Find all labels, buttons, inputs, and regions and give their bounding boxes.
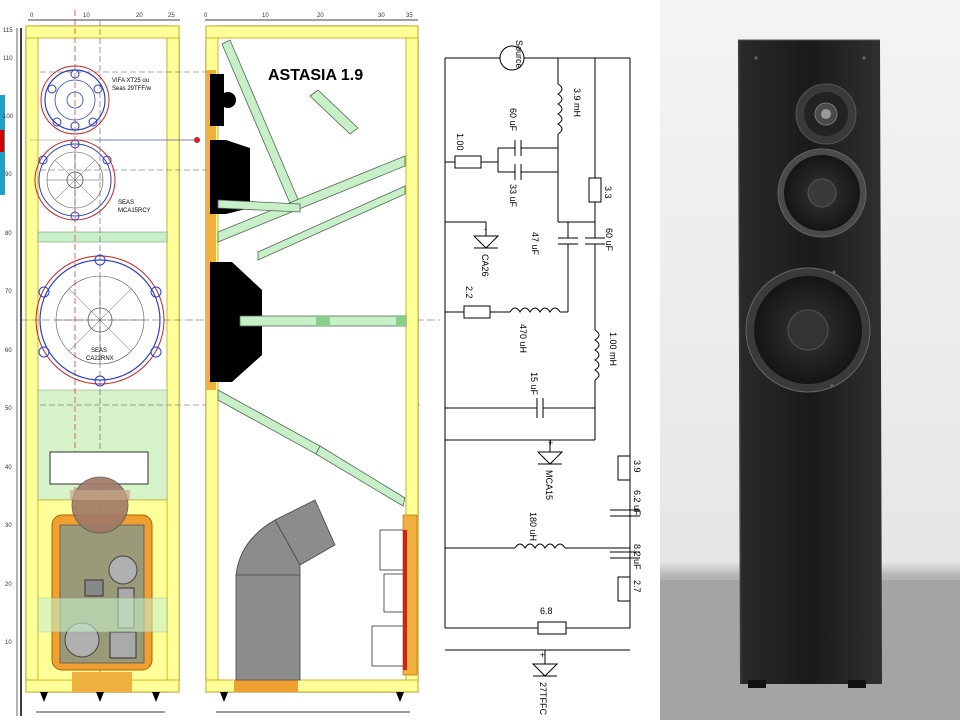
tweeter-diode <box>472 235 500 249</box>
label-6-2uf: 6.2 uF <box>632 490 642 516</box>
ruler-tick-115: 115 <box>3 28 13 34</box>
tweeter-driver <box>40 65 110 135</box>
ruler-tick-40: 40 <box>5 465 12 471</box>
resistor-2-2 <box>463 305 491 319</box>
inductor-3-9mh <box>557 83 563 135</box>
speaker-photo <box>660 0 960 720</box>
front-top-tick-20: 20 <box>136 13 143 19</box>
label-470uh: 470 uH <box>518 324 528 353</box>
schematic-labels: Source 3.9 mH 60 uF 1.00 33 uF 3.3 47 uF… <box>455 40 642 716</box>
ruler-tick-60: 60 <box>5 348 12 354</box>
resistor-6-8 <box>537 621 567 635</box>
midrange-diode <box>536 451 564 465</box>
side-crossover-parts <box>371 529 405 667</box>
label-1-00: 1.00 <box>455 133 465 151</box>
tweeter-label-line1: VIFA XT25 ou <box>112 78 149 84</box>
resistor-1-00 <box>454 155 482 169</box>
label-180uh: 180 uH <box>528 512 538 541</box>
label-minus-tw: - <box>484 224 487 234</box>
ruler-tick-50: 50 <box>5 406 12 412</box>
ruler-tick-70: 70 <box>5 289 12 295</box>
side-top-tick-20: 20 <box>317 13 324 19</box>
label-3-9mh: 3.9 mH <box>572 88 582 117</box>
ruler-tick-20: 20 <box>5 582 12 588</box>
label-3-9: 3.9 <box>632 460 642 473</box>
ruler-tick-10: 10 <box>5 640 12 646</box>
midrange-label-line1: SEAS <box>118 200 134 206</box>
photo-woofer <box>745 267 871 393</box>
side-tweeter <box>210 74 236 126</box>
midrange-driver <box>34 139 116 221</box>
resistor-2-7 <box>617 576 631 602</box>
crossover-schematic <box>444 45 640 677</box>
left-ruler <box>3 28 25 718</box>
side-top-tick-0: 0 <box>204 13 208 19</box>
label-plus-bass: + <box>540 650 545 660</box>
inductor-470uh <box>509 307 561 313</box>
midrange-label-line2: MCA15RCY <box>118 208 151 214</box>
side-top-tick-10: 10 <box>262 13 269 19</box>
source-symbol <box>499 45 525 71</box>
side-midrange <box>210 140 250 214</box>
woofer-driver <box>35 254 165 387</box>
front-top-tick-0: 0 <box>30 13 34 19</box>
label-6-8: 6.8 <box>540 606 553 616</box>
label-47uf: 47 uF <box>530 232 540 256</box>
label-1-00mh: 1.00 mH <box>608 332 618 366</box>
tweeter-label-line2: Seas 29TFF/w <box>112 86 152 92</box>
side-port-tube <box>235 499 336 681</box>
label-33uf: 33 uF <box>508 184 518 208</box>
side-spikes <box>220 692 404 702</box>
side-top-ruler: 0 10 20 30 35 <box>204 13 413 19</box>
label-15uf: 15 uF <box>529 372 539 396</box>
label-27tffc: 27TFFC <box>538 682 548 716</box>
resistor-3-9 <box>617 455 631 481</box>
inductor-1-00mh <box>594 329 600 381</box>
front-top-tick-25: 25 <box>168 13 175 19</box>
photo-tweeter <box>795 83 857 145</box>
woofer-label-line2: CA22RNX <box>86 356 114 362</box>
design-title: ASTASIA 1.9 <box>268 67 363 84</box>
front-top-tick-10: 10 <box>83 13 90 19</box>
label-2-2: 2.2 <box>464 286 474 299</box>
label-60uf-b: 60 uF <box>604 228 614 252</box>
side-top-tick-30: 30 <box>378 13 385 19</box>
side-woofer <box>210 262 262 382</box>
side-top-tick-35: 35 <box>406 13 413 19</box>
side-view: 0 10 20 30 35 <box>204 13 419 713</box>
label-plus-mid: + <box>548 438 553 448</box>
label-8-2uf: 8.2 uF <box>632 544 642 570</box>
ruler-tick-30: 30 <box>5 523 12 529</box>
ruler-tick-100: 100 <box>3 114 14 120</box>
label-60uf: 60 uF <box>508 108 518 132</box>
label-mca15: MCA15 <box>544 470 554 500</box>
photo-midrange <box>777 148 867 238</box>
bass-diode <box>531 663 559 677</box>
left-ruler-ticks: 115 110 100 90 80 70 60 50 40 30 20 10 <box>3 28 14 646</box>
ruler-tick-90: 90 <box>5 172 12 178</box>
front-spikes <box>40 692 160 702</box>
label-source: Source <box>514 40 524 69</box>
label-3-3: 3.3 <box>603 186 613 199</box>
resistor-3-3 <box>588 177 602 203</box>
ruler-tick-80: 80 <box>5 231 12 237</box>
front-top-ruler: 0 10 20 25 <box>30 13 175 19</box>
front-view: 115 110 100 90 80 70 60 50 40 30 20 10 0… <box>0 10 440 718</box>
woofer-label-line1: SEAS <box>91 348 107 354</box>
inductor-180uh <box>514 543 566 549</box>
crossover-board <box>37 476 168 671</box>
ruler-tick-110: 110 <box>3 56 13 62</box>
label-2-7: 2.7 <box>632 580 642 593</box>
label-ca26: CA26 <box>480 254 490 277</box>
